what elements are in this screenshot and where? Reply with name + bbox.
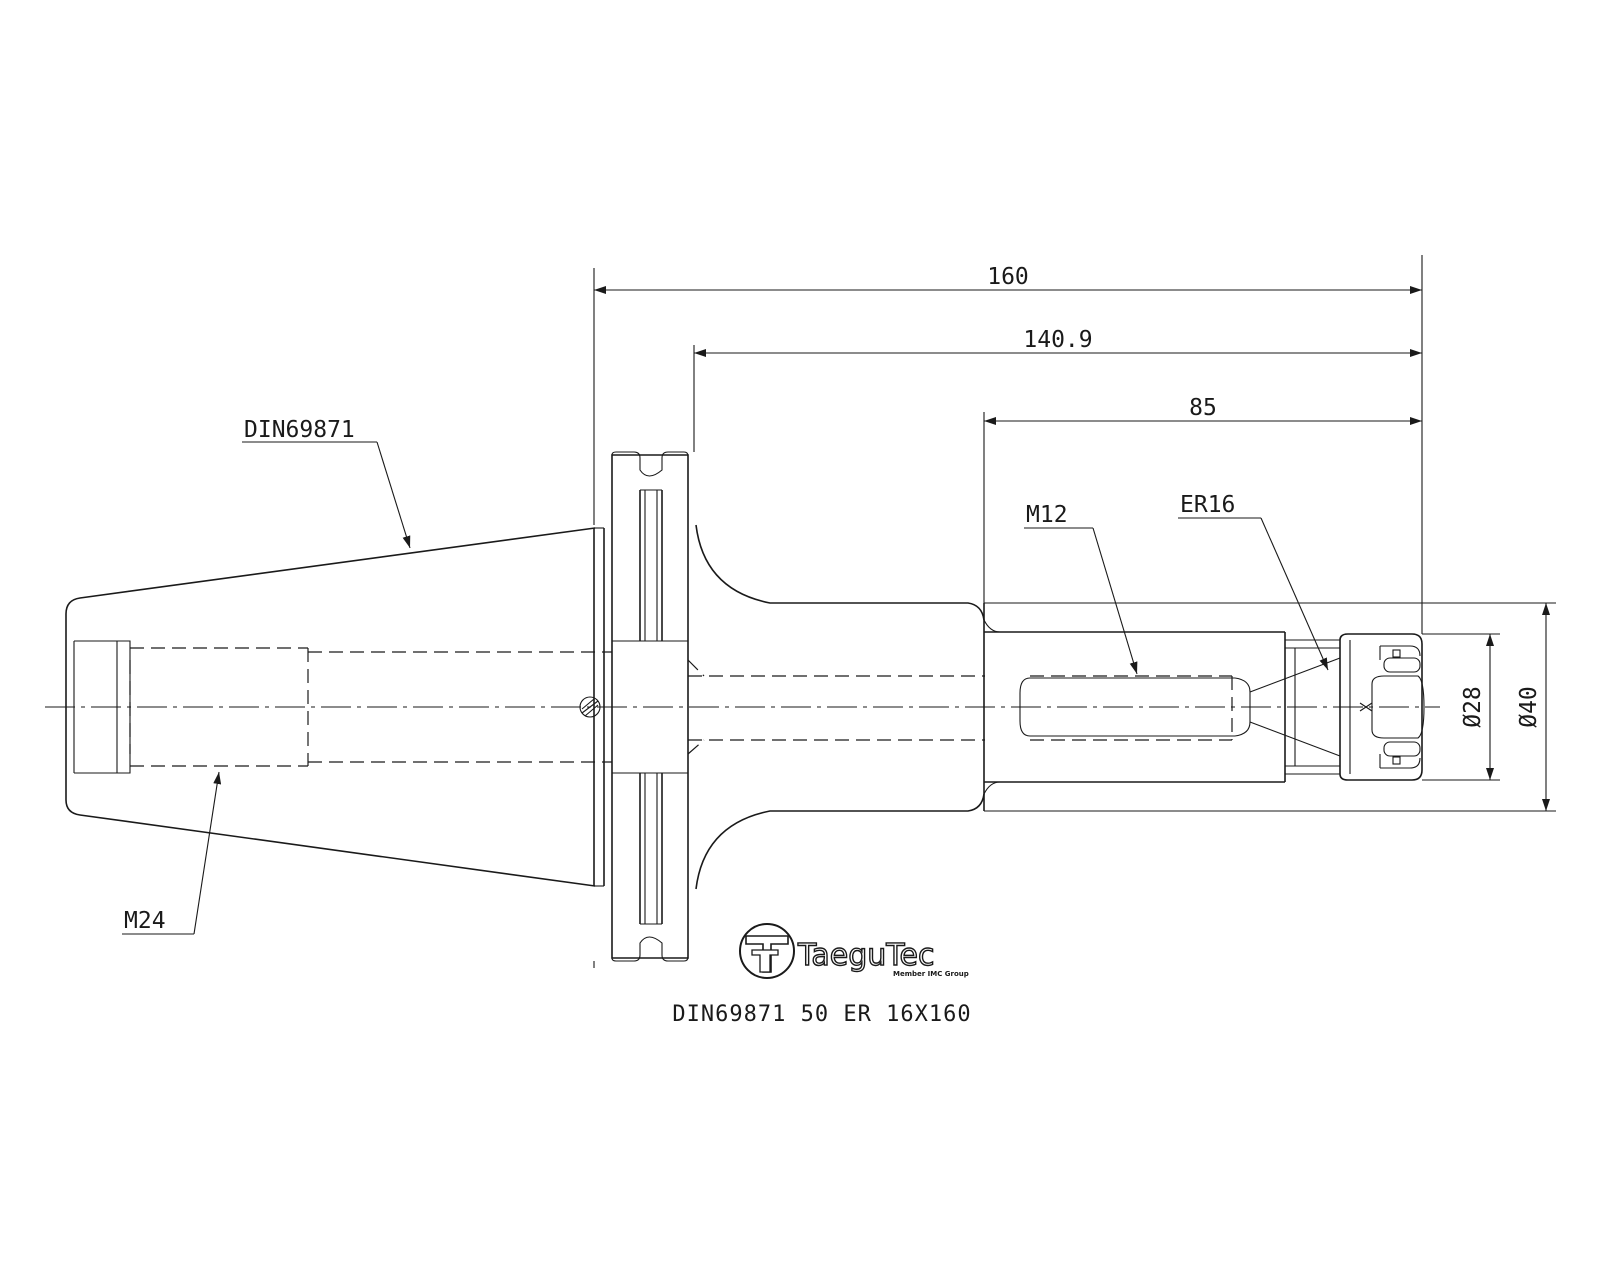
thread-m24-label: M24 bbox=[124, 908, 166, 934]
leader-er16: ER16 bbox=[1178, 492, 1329, 671]
dimension-body-diameter: Ø40 bbox=[984, 602, 1556, 812]
dimension-dia-40-label: Ø40 bbox=[1516, 686, 1542, 728]
thread-m12 bbox=[1019, 675, 1251, 741]
part-standard-label: DIN69871 bbox=[244, 417, 355, 443]
dimension-140-9-label: 140.9 bbox=[1023, 327, 1092, 353]
dimension-nose-length: 85 bbox=[983, 395, 1422, 603]
thread-m12-label: M12 bbox=[1026, 502, 1068, 528]
dimension-160-label: 160 bbox=[987, 264, 1029, 290]
through-bore-hidden bbox=[687, 659, 985, 755]
dimension-nut-diameter: Ø28 bbox=[1422, 633, 1500, 781]
collet-er16-label: ER16 bbox=[1180, 492, 1235, 518]
holder-body bbox=[695, 524, 1286, 890]
dimension-dia-28-label: Ø28 bbox=[1460, 686, 1486, 728]
collet-nut bbox=[1339, 633, 1425, 781]
drawing-caption: DIN69871 50 ER 16X160 bbox=[672, 1002, 971, 1027]
taegutec-logo: TaeguTec Member IMC Group bbox=[739, 923, 969, 979]
flange bbox=[579, 451, 689, 962]
dimension-overall-length: 160 bbox=[593, 255, 1423, 968]
taper-shank bbox=[65, 527, 605, 887]
leader-m12: M12 bbox=[1024, 502, 1138, 675]
leader-m24: M24 bbox=[122, 771, 222, 935]
leader-din69871: DIN69871 bbox=[242, 417, 411, 549]
logo-tagline: Member IMC Group bbox=[893, 970, 969, 978]
dimension-85-label: 85 bbox=[1189, 395, 1217, 421]
thread-m24-hidden bbox=[129, 647, 612, 767]
dimension-gauge-length: 140.9 bbox=[693, 327, 1422, 452]
logo-name: TaeguTec bbox=[797, 938, 934, 973]
